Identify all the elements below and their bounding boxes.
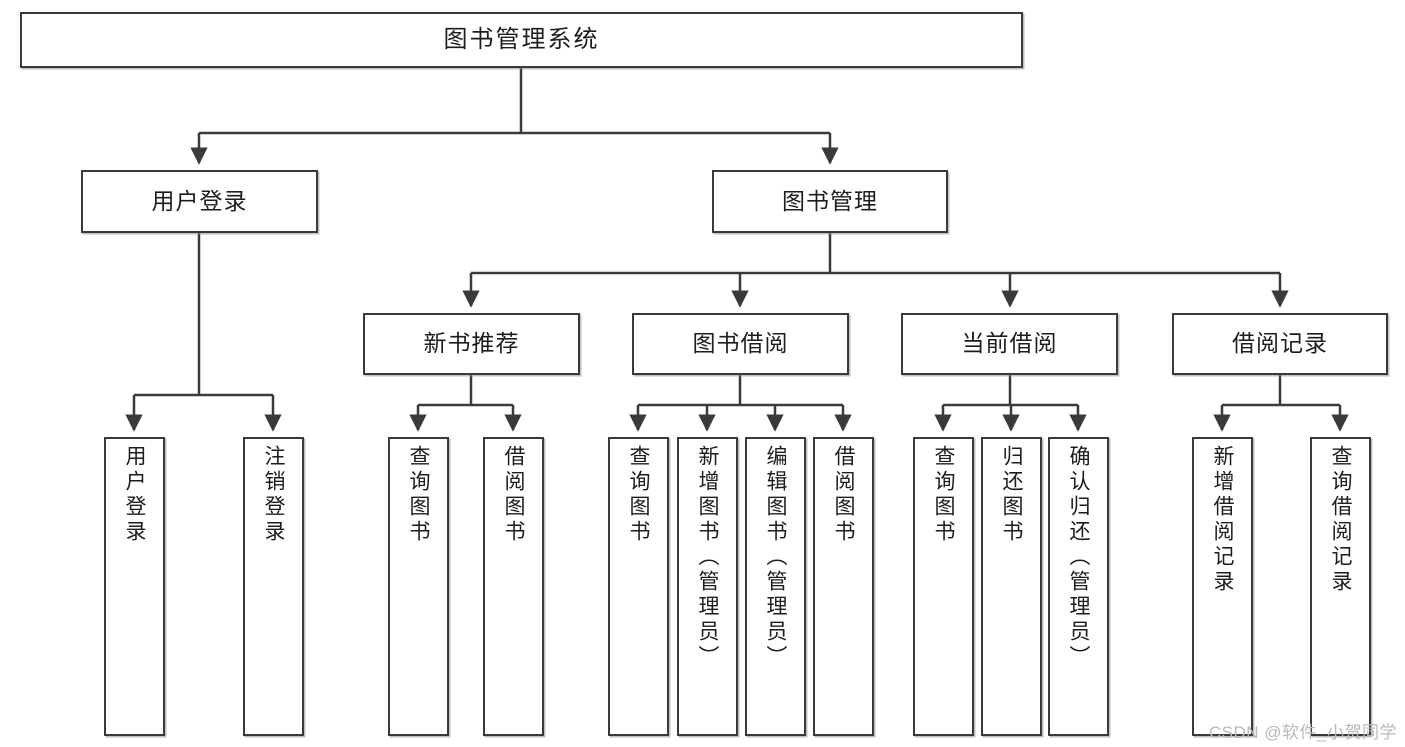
node-user-login[interactable]: 用户登录 (81, 170, 318, 233)
leaf-borrow-record-query-label: 查询借阅记录 (1329, 445, 1352, 595)
leaf-current-borrow-return-label: 归还图书 (1000, 445, 1023, 545)
node-current-borrow[interactable]: 当前借阅 (901, 313, 1118, 375)
leaf-new-book-query[interactable]: 查询图书 (388, 437, 449, 736)
leaf-current-borrow-query-label: 查询图书 (932, 445, 955, 545)
leaf-book-borrow-edit[interactable]: 编辑图书（管理员） (745, 437, 806, 736)
leaf-user-login-logout[interactable]: 注销登录 (243, 437, 304, 736)
leaf-user-login-login-label: 用户登录 (123, 445, 146, 545)
leaf-borrow-record-query[interactable]: 查询借阅记录 (1310, 437, 1371, 736)
leaf-new-book-query-label: 查询图书 (407, 445, 430, 545)
node-new-book-recommend-label: 新书推荐 (423, 330, 520, 357)
leaf-new-book-borrow-label: 借阅图书 (502, 445, 525, 545)
leaf-book-borrow-borrow[interactable]: 借阅图书 (813, 437, 874, 736)
leaf-current-borrow-confirm-return-label: 确认归还（管理员） (1067, 445, 1090, 670)
csdn-watermark: CSDN @软件_小贺同学 (1208, 723, 1397, 742)
leaf-book-borrow-add[interactable]: 新增图书（管理员） (677, 437, 738, 736)
node-user-login-label: 用户登录 (151, 187, 248, 214)
leaf-current-borrow-query[interactable]: 查询图书 (913, 437, 974, 736)
leaf-current-borrow-confirm-return[interactable]: 确认归还（管理员） (1048, 437, 1109, 736)
node-new-book-recommend[interactable]: 新书推荐 (363, 313, 580, 375)
leaf-book-borrow-query[interactable]: 查询图书 (608, 437, 669, 736)
leaf-book-borrow-edit-label: 编辑图书（管理员） (764, 445, 787, 670)
leaf-current-borrow-return[interactable]: 归还图书 (981, 437, 1042, 736)
leaf-book-borrow-add-label: 新增图书（管理员） (696, 445, 719, 670)
node-root-system-label: 图书管理系统 (443, 25, 600, 53)
node-borrow-record[interactable]: 借阅记录 (1172, 313, 1388, 375)
node-root-system[interactable]: 图书管理系统 (20, 12, 1023, 68)
node-book-management[interactable]: 图书管理 (712, 170, 948, 233)
leaf-borrow-record-add[interactable]: 新增借阅记录 (1192, 437, 1253, 736)
node-book-borrow[interactable]: 图书借阅 (632, 313, 849, 375)
node-borrow-record-label: 借阅记录 (1232, 330, 1328, 357)
node-current-borrow-label: 当前借阅 (961, 330, 1058, 357)
leaf-new-book-borrow[interactable]: 借阅图书 (483, 437, 544, 736)
leaf-book-borrow-query-label: 查询图书 (627, 445, 650, 545)
leaf-borrow-record-add-label: 新增借阅记录 (1211, 445, 1234, 595)
leaf-user-login-login[interactable]: 用户登录 (104, 437, 165, 736)
node-book-management-label: 图书管理 (782, 187, 878, 214)
leaf-user-login-logout-label: 注销登录 (262, 445, 285, 545)
node-book-borrow-label: 图书借阅 (692, 330, 789, 357)
leaf-book-borrow-borrow-label: 借阅图书 (832, 445, 855, 545)
